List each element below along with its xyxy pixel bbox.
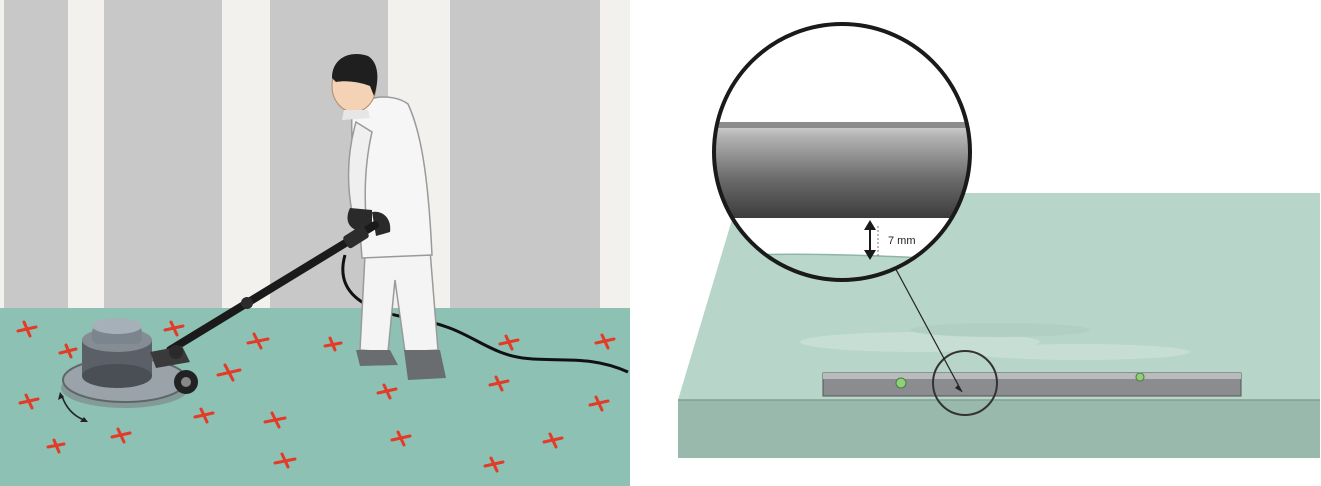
floor-grinder — [61, 318, 198, 408]
detail-marker — [932, 350, 998, 416]
wall-stripe — [600, 0, 630, 310]
handle-grip — [343, 225, 369, 249]
floor-grinding-illustration — [0, 0, 640, 486]
gap-measurement-label: 7 mm — [888, 235, 916, 247]
pointer-line — [891, 261, 963, 393]
double-headed-arrow-icon — [864, 220, 879, 260]
power-cable — [341, 254, 629, 374]
surface-texture — [800, 323, 1190, 360]
grinder-handle — [166, 221, 379, 354]
level-bubble — [1135, 372, 1145, 382]
flatness-check-illustration: 7 mm — [660, 0, 1321, 486]
spirit-level — [822, 372, 1242, 397]
left-glove — [347, 208, 372, 230]
wall-stripe — [68, 0, 104, 310]
wall-stripe — [222, 0, 270, 310]
concrete-slab-edge — [678, 400, 1320, 458]
magnifier-ring — [712, 22, 972, 282]
curved-arrow-icon — [58, 392, 88, 422]
level-bubble — [895, 377, 907, 389]
right-shoe — [404, 350, 446, 380]
worker-hair — [332, 54, 378, 96]
level-scene: 7 mm — [678, 22, 1320, 458]
magnified-level — [714, 122, 970, 218]
red-x-marks — [16, 320, 616, 473]
magnifier: 7 mm — [712, 22, 972, 282]
grinding-scene — [0, 0, 630, 486]
right-glove — [372, 211, 391, 236]
worker — [331, 54, 446, 380]
left-shoe — [356, 350, 398, 366]
